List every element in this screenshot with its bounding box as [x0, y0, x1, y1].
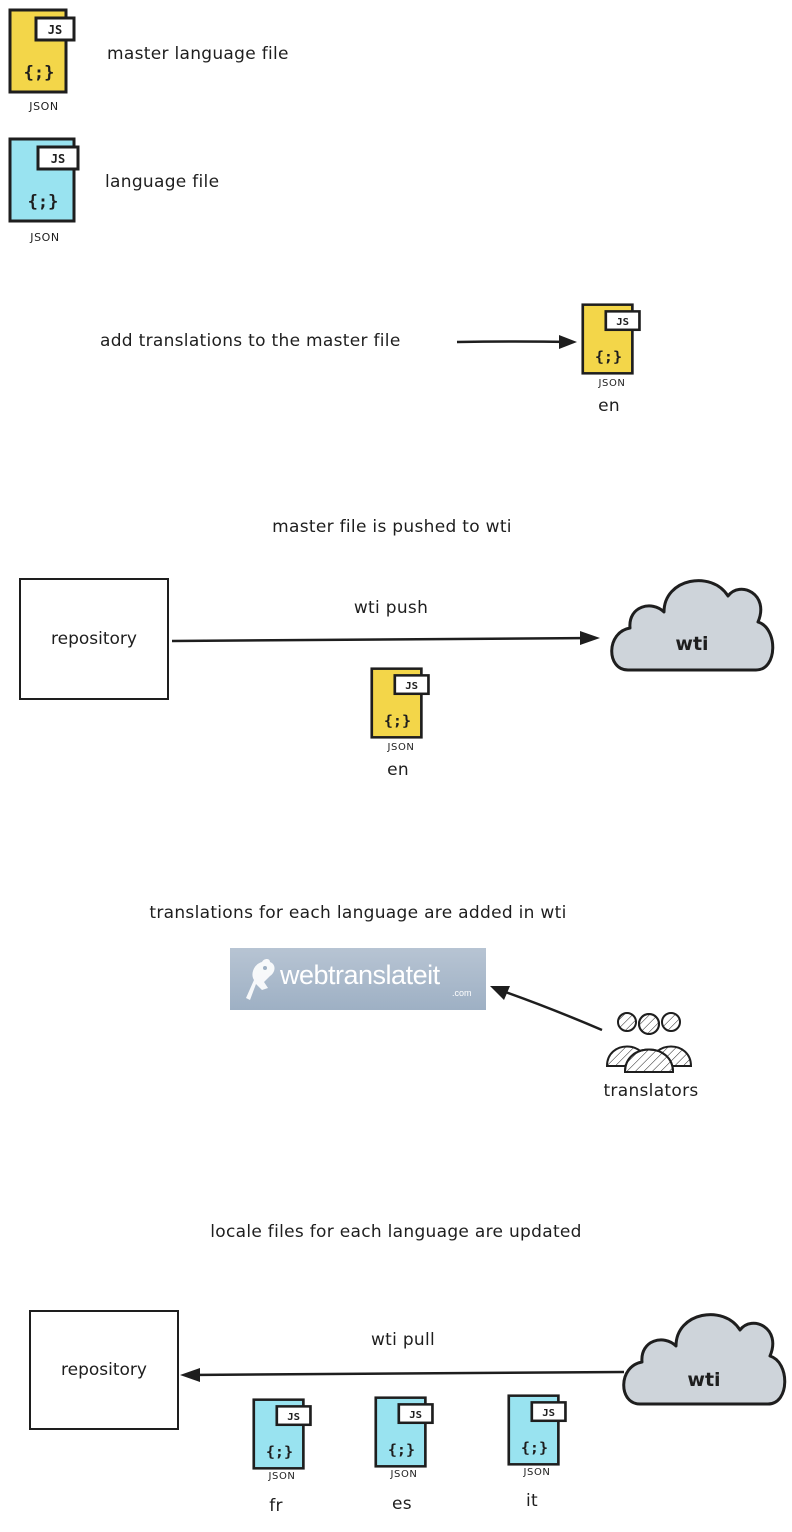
translators-icon [605, 1012, 693, 1073]
svg-text:{;}: {;} [595, 349, 622, 366]
translators-label: translators [603, 1081, 699, 1101]
step4-es-file-icon: JS {;} [374, 1396, 434, 1468]
step4-cloud-label: wti [687, 1369, 721, 1391]
svg-text:{;}: {;} [388, 1442, 415, 1459]
step1-file-lang: en [598, 396, 620, 416]
svg-text:JS: JS [48, 23, 62, 37]
step4-es-caption: JSON [390, 1469, 418, 1480]
step1-label: add translations to the master file [100, 331, 401, 351]
webtranslateit-logo: webtranslateit .com [230, 948, 486, 1010]
logo-wordmark: webtranslateit [280, 960, 440, 990]
svg-text:{;}: {;} [28, 192, 59, 212]
step2-repository-label: repository [51, 629, 137, 649]
step1-file-caption: JSON [598, 378, 626, 389]
step2-cloud-icon [610, 579, 775, 672]
step4-it-file-icon: JS {;} [507, 1394, 567, 1466]
step2-file-caption: JSON [387, 742, 415, 753]
logo-mascot-icon [246, 959, 275, 1000]
step4-fr-file-icon: JS {;} [252, 1398, 312, 1470]
legend-master-label: master language file [107, 44, 289, 64]
step4-arrow-label: wti pull [370, 1330, 436, 1350]
step1-arrow [456, 335, 577, 349]
svg-text:JS: JS [405, 680, 418, 692]
svg-text:JS: JS [51, 152, 65, 166]
step2-master-file-icon: JS {;} [370, 667, 430, 739]
step4-fr-caption: JSON [268, 1471, 296, 1482]
step4-it-lang: it [526, 1491, 538, 1511]
master-file-caption: JSON [29, 100, 59, 113]
svg-text:{;}: {;} [266, 1444, 293, 1461]
language-file-icon: JS {;} [8, 137, 80, 223]
svg-text:JS: JS [287, 1411, 300, 1423]
step2-repository-box: repository [19, 578, 169, 700]
step1-master-file-icon: JS {;} [581, 303, 641, 375]
language-file-caption: JSON [30, 231, 60, 244]
step2-cloud-label: wti [675, 633, 709, 655]
svg-text:JS: JS [616, 316, 629, 328]
svg-text:JS: JS [409, 1409, 422, 1421]
step4-pull-arrow [180, 1368, 625, 1382]
step4-title: locale files for each language are updat… [210, 1222, 582, 1242]
svg-text:{;}: {;} [384, 713, 411, 730]
step4-fr-lang: fr [269, 1496, 283, 1516]
master-file-icon: JS {;} [8, 8, 76, 94]
logo-suffix: .com [452, 988, 472, 998]
step4-cloud-icon [622, 1313, 787, 1406]
step2-push-arrow [171, 631, 600, 645]
step3-arrow [490, 986, 603, 1032]
step4-es-lang: es [392, 1494, 412, 1514]
svg-text:{;}: {;} [24, 63, 55, 83]
svg-text:{;}: {;} [521, 1440, 548, 1457]
step3-title: translations for each language are added… [149, 903, 567, 923]
legend-language-label: language file [105, 172, 220, 192]
step4-it-caption: JSON [523, 1467, 551, 1478]
step4-repository-label: repository [61, 1360, 147, 1380]
step2-file-lang: en [387, 760, 409, 780]
step2-arrow-label: wti push [353, 598, 429, 618]
step4-repository-box: repository [29, 1310, 179, 1430]
step2-title: master file is pushed to wti [272, 517, 512, 537]
svg-text:JS: JS [542, 1407, 555, 1419]
